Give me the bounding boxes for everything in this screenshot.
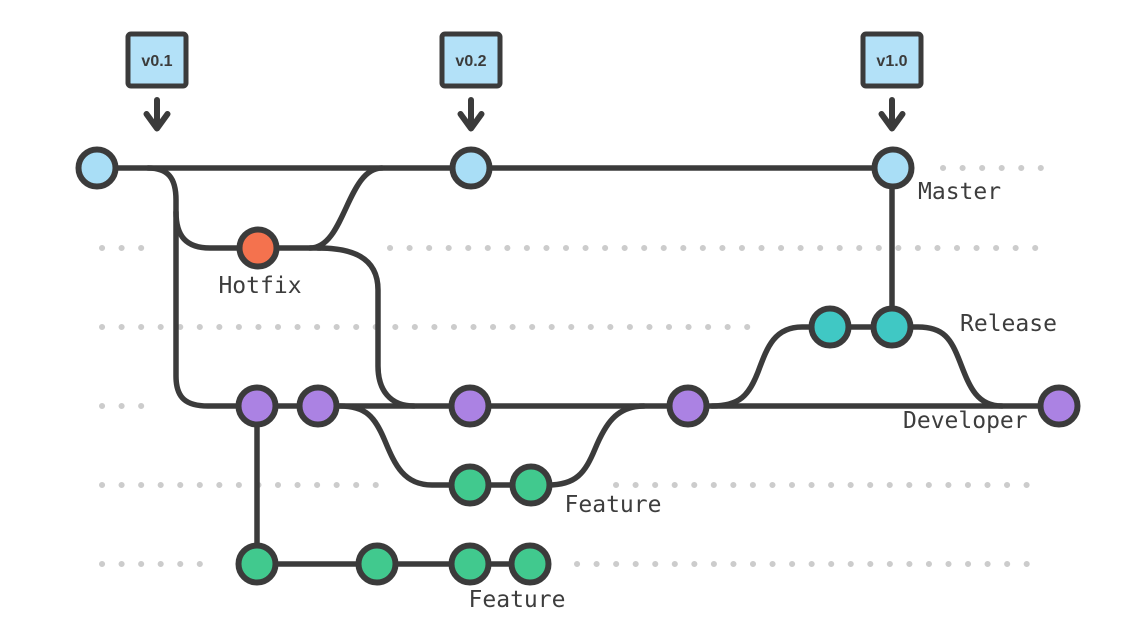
commit-node-feature-2	[448, 542, 492, 586]
link-developer-branch-to-feature	[337, 403, 551, 488]
branch-label-feature-1: Feature	[565, 492, 662, 518]
link-developer-branch-to-release	[709, 324, 895, 409]
branch-label-feature-2: Feature	[469, 587, 566, 613]
branch-label-master: Master	[918, 179, 1001, 205]
tag-v0.1: v0.1	[125, 31, 189, 132]
commit-node-master	[449, 146, 493, 190]
link-feature-merge-to-developer	[545, 403, 647, 488]
tag-v1.0: v1.0	[860, 31, 924, 132]
tag-label: v1.0	[876, 53, 907, 70]
commit-node-hotfix	[236, 226, 280, 270]
tag-v0.2: v0.2	[439, 31, 503, 132]
commit-node-developer	[448, 384, 492, 428]
branch-label-hotfix: Hotfix	[218, 273, 301, 299]
tag-label: v0.2	[455, 53, 486, 70]
commit-node-feature-1	[509, 463, 553, 507]
commit-node-developer	[296, 384, 340, 428]
commit-node-developer	[235, 384, 279, 428]
commit-node-feature-1	[448, 463, 492, 507]
tag-label: v0.1	[141, 53, 172, 70]
commit-node-master	[75, 146, 119, 190]
link-master-to-developer	[145, 165, 1062, 409]
tag-box	[125, 31, 189, 89]
commit-node-feature-2	[355, 542, 399, 586]
link-hotfix-merge-to-master	[307, 165, 385, 251]
link-developer-branch-to-hotfix	[173, 209, 323, 251]
branch-label-release: Release	[960, 311, 1057, 337]
commit-node-developer	[1037, 384, 1081, 428]
tag-box	[860, 31, 924, 89]
arrow-down-icon	[457, 97, 485, 132]
commit-node-release	[870, 305, 914, 349]
arrow-down-icon	[878, 97, 906, 132]
link-release-merge-to-developer	[889, 324, 1005, 409]
link-hotfix-merge-to-developer	[315, 245, 417, 409]
commit-node-feature-2	[508, 542, 552, 586]
arrow-down-icon	[143, 97, 171, 132]
branch-label-developer: Developer	[903, 408, 1028, 434]
tag-box	[439, 31, 503, 89]
commit-node-master	[871, 146, 915, 190]
commit-node-feature-2	[235, 542, 279, 586]
commit-node-release	[808, 305, 852, 349]
commit-node-developer	[666, 384, 710, 428]
